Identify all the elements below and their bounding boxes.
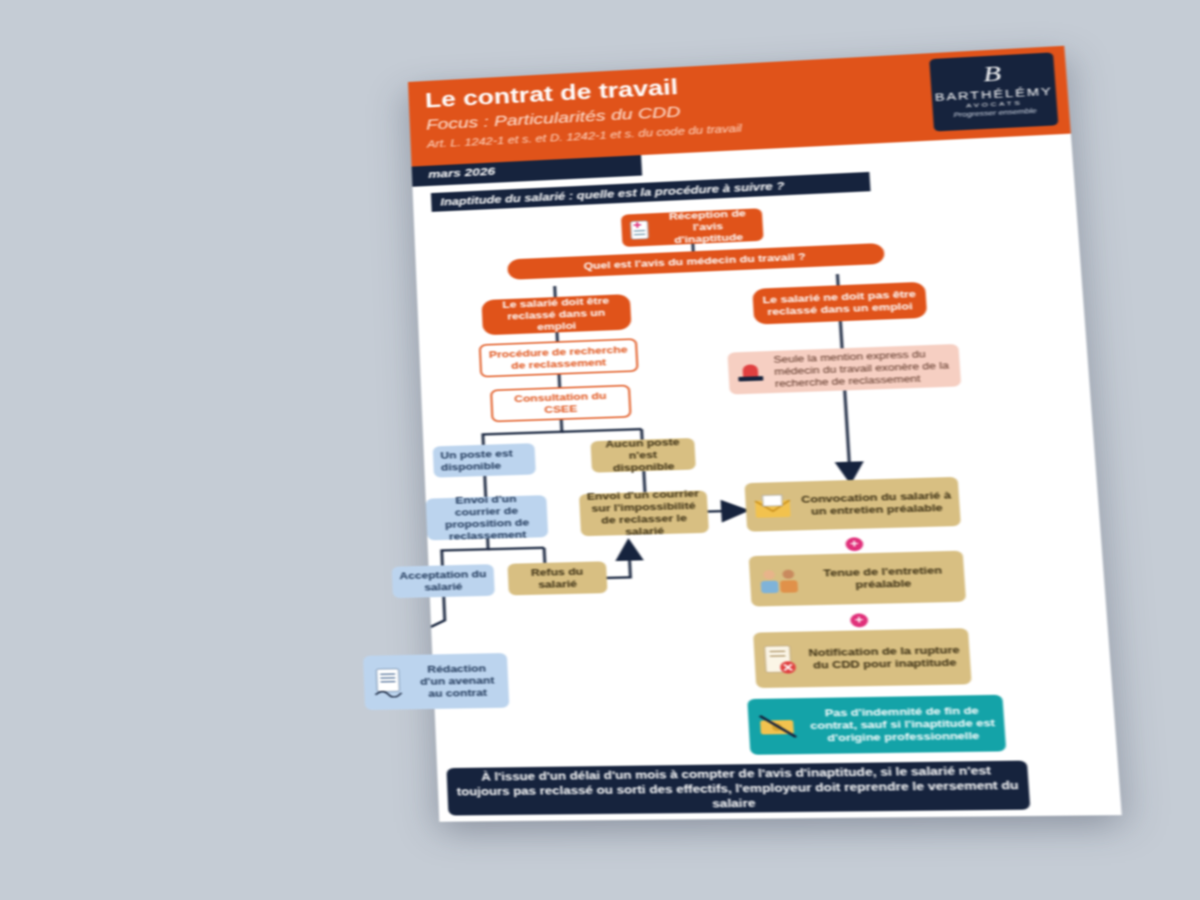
tenue-text: Tenue de l'entretien préalable <box>823 564 943 591</box>
box-ne-doit-pas: Le salarié ne doit pas être reclassé dan… <box>752 281 928 325</box>
box-convocation: Convocation du salarié à un entretien pr… <box>744 476 961 532</box>
meeting-people-icon <box>760 569 799 594</box>
notification-text: Notification de la rupture du CDD pour i… <box>808 643 960 671</box>
line-consultation-branch <box>482 420 562 445</box>
alarm-light-icon <box>738 364 764 382</box>
box-poste-dispo: Un poste est disponible <box>432 443 536 478</box>
procedure-text: Procédure de recherche de reclassement <box>488 343 628 371</box>
line-impossibilite-convocation <box>708 511 744 512</box>
refus-text: Refus du salarié <box>530 565 584 591</box>
medical-document-icon <box>629 219 653 241</box>
line-avis-left <box>555 286 556 297</box>
convocation-text: Convocation du salarié à un entretien pr… <box>800 489 952 518</box>
cancelled-contract-icon <box>762 644 797 676</box>
box-envoi-proposition: Envoi d'un courrier de proposition de re… <box>425 493 549 543</box>
acceptation-text: Acceptation du salarié <box>399 568 487 593</box>
box-tenue: Tenue de l'entretien préalable <box>748 550 967 607</box>
line-envoi-split-right <box>488 548 544 549</box>
box-reception: Réception de l'avis d'inaptitude <box>620 207 764 248</box>
signed-document-icon <box>371 667 405 698</box>
box-notification: Notification de la rupture du CDD pour i… <box>753 628 972 689</box>
document-sheet: Le contrat de travail Focus : Particular… <box>408 46 1122 822</box>
box-aucun-poste: Aucun poste n'est disponible <box>590 436 696 474</box>
line-acceptation-redaction <box>408 597 446 655</box>
box-acceptation: Acceptation du salarié <box>391 564 495 599</box>
box-consultation: Consultation du CSEE <box>490 384 632 423</box>
ne-doit-pas-text: Le salarié ne doit pas être reclassé dan… <box>762 288 917 318</box>
line-refus-up <box>603 543 630 578</box>
reception-text: Réception de l'avis d'inaptitude <box>668 207 747 246</box>
footer-note: À l'issue d'un délai d'un mois à compter… <box>446 760 1031 816</box>
indemnite-text: Pas d'indemnité de fin de contrat, sauf … <box>809 704 996 744</box>
mention-text: Seule la mention express du médecin du t… <box>773 348 950 390</box>
line-avis-right <box>837 274 838 285</box>
box-mention: Seule la mention express du médecin du t… <box>727 343 962 395</box>
envoi-proposition-text: Envoi d'un courrier de proposition de re… <box>444 493 530 543</box>
box-indemnite: Pas d'indemnité de fin de contrat, sauf … <box>747 694 1007 755</box>
box-doit-reclasse: Le salarié doit être reclassé dans un em… <box>481 293 632 336</box>
line-right-convocation <box>840 321 850 480</box>
poste-dispo-text: Un poste est disponible <box>440 447 513 473</box>
redaction-text: Rédaction d'un avenant au contrat <box>419 662 495 700</box>
line-envoi-split-right-drop <box>544 548 545 563</box>
envelope-icon <box>753 494 793 518</box>
box-procedure: Procédure de recherche de reclassement <box>478 338 639 378</box>
line-branch-right <box>562 429 642 432</box>
box-refus: Refus du salarié <box>507 561 608 596</box>
box-envoi-impossibilite: Envoi d'un courrier sur l'impossibilité … <box>578 487 709 538</box>
consultation-text: Consultation du CSEE <box>513 389 607 416</box>
box-redaction: Rédaction d'un avenant au contrat <box>362 652 510 711</box>
no-money-icon <box>756 712 800 741</box>
envoi-impossibilite-text: Envoi d'un courrier sur l'impossibilité … <box>586 487 700 538</box>
line-procedure-consultation <box>559 375 560 388</box>
doit-reclasse-text: Le salarié doit être reclassé dans un em… <box>502 294 610 333</box>
aucun-poste-text: Aucun poste n'est disponible <box>604 436 680 474</box>
